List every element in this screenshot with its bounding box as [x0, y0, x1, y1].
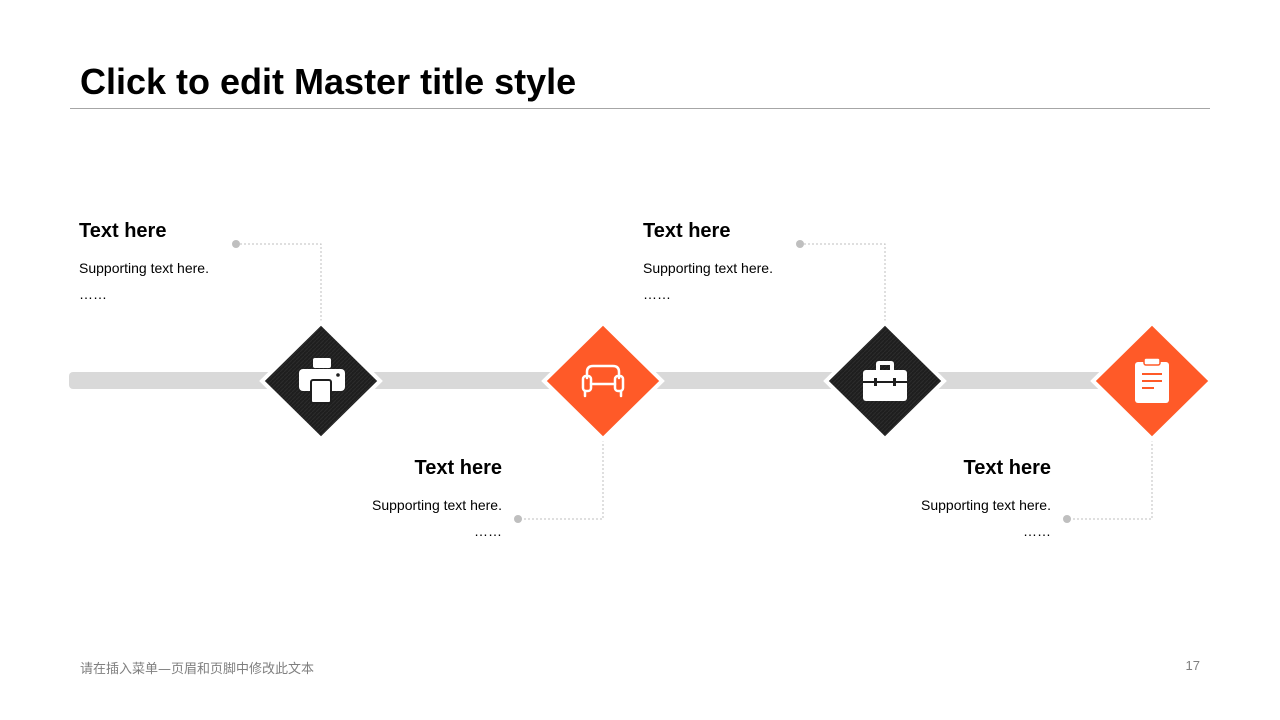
- footer-text[interactable]: 请在插入菜单—页眉和页脚中修改此文本: [80, 662, 315, 677]
- connector-4: [1067, 440, 1153, 520]
- step-3-diamond[interactable]: [823, 320, 947, 442]
- briefcase-icon: [863, 361, 907, 401]
- step-2-heading[interactable]: Text here: [414, 457, 502, 479]
- connector-dot-3: [796, 240, 804, 248]
- step-4-ellipsis[interactable]: ……: [1023, 523, 1051, 539]
- step-3-text[interactable]: Text here Supporting text here. ……: [643, 219, 773, 303]
- connector-2: [518, 440, 604, 520]
- step-2-diamond[interactable]: [541, 320, 665, 442]
- step-2-support[interactable]: Supporting text here.: [372, 497, 502, 513]
- clipboard-icon: [1135, 357, 1169, 403]
- sofa-icon: [581, 364, 625, 398]
- page-number: 17: [1185, 658, 1200, 673]
- connector-dot-4: [1063, 515, 1071, 523]
- step-4-diamond[interactable]: [1090, 320, 1214, 442]
- step-2-text[interactable]: Text here Supporting text here. ……: [302, 456, 502, 540]
- step-4-support[interactable]: Supporting text here.: [921, 497, 1051, 513]
- step-1-diamond[interactable]: [259, 320, 383, 442]
- title-divider: [70, 108, 1210, 109]
- step-1-ellipsis[interactable]: ……: [79, 286, 107, 302]
- step-4-heading[interactable]: Text here: [963, 457, 1051, 479]
- connector-dot-1: [232, 240, 240, 248]
- step-3-support[interactable]: Supporting text here.: [643, 260, 773, 276]
- printer-icon: [299, 358, 345, 404]
- slide-title[interactable]: Click to edit Master title style: [80, 61, 577, 102]
- step-2-ellipsis[interactable]: ……: [474, 523, 502, 539]
- connector-3: [800, 243, 886, 323]
- step-1-text[interactable]: Text here Supporting text here. ……: [79, 219, 209, 303]
- connector-1: [236, 243, 322, 323]
- step-1-support[interactable]: Supporting text here.: [79, 260, 209, 276]
- step-4-text[interactable]: Text here Supporting text here. ……: [851, 456, 1051, 540]
- connector-dot-2: [514, 515, 522, 523]
- step-3-heading[interactable]: Text here: [643, 220, 731, 242]
- step-1-heading[interactable]: Text here: [79, 220, 167, 242]
- step-3-ellipsis[interactable]: ……: [643, 286, 671, 302]
